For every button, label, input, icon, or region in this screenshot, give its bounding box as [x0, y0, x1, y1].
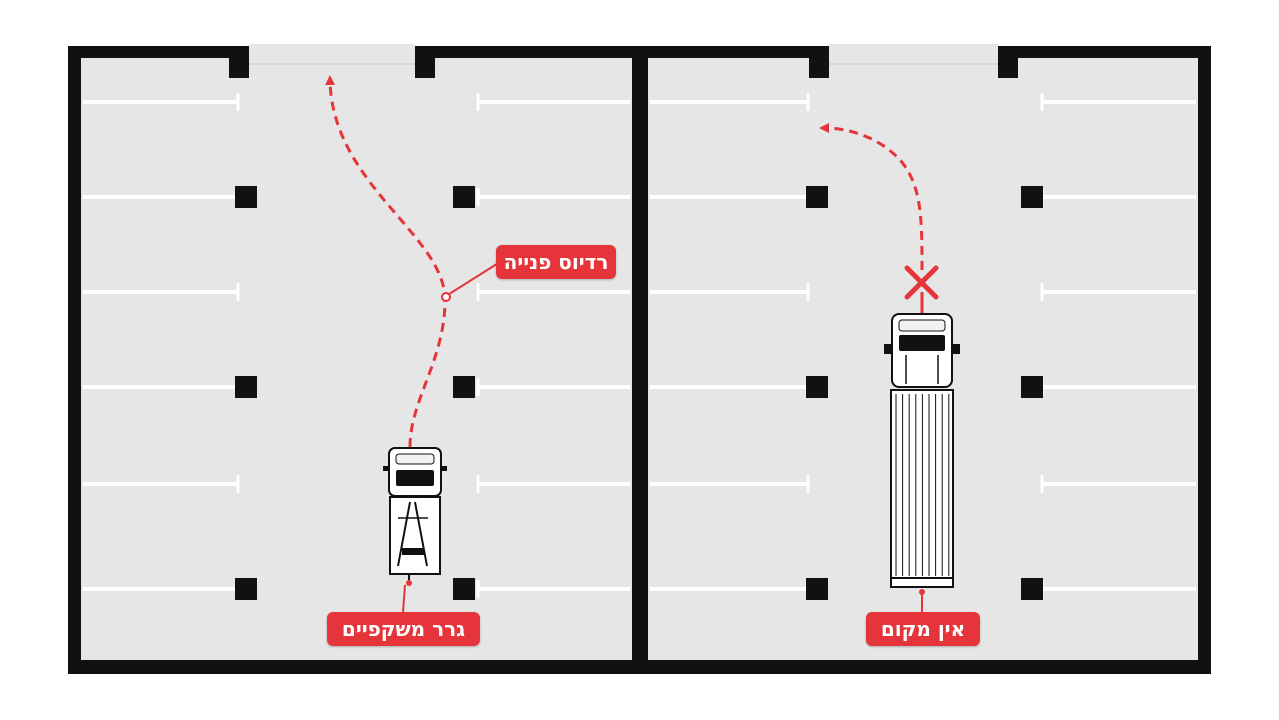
trailer-leader	[402, 584, 406, 613]
pillar	[453, 578, 475, 600]
turning-radius-point	[441, 292, 451, 302]
pillar	[806, 578, 828, 600]
turning-radius-leader	[445, 261, 501, 297]
left-entrance-opening	[249, 44, 415, 60]
pillar	[806, 186, 828, 208]
pillar	[1021, 376, 1043, 398]
entrance-jamb	[998, 46, 1018, 78]
turning-radius-label: רדיוס פנייה	[496, 245, 616, 279]
pillars	[235, 186, 1043, 600]
center-divider-wall	[632, 56, 648, 662]
x-mark-icon	[904, 265, 939, 300]
entrance-jamb	[229, 46, 249, 78]
pillar	[806, 376, 828, 398]
window-trailer-label: גרר משקפיים	[327, 612, 480, 646]
entrance-jamb	[809, 46, 829, 78]
semi-truck-icon	[884, 313, 960, 588]
no-room-label: אין מקום	[866, 612, 980, 646]
parking-stripes	[83, 93, 1196, 598]
pillar	[1021, 578, 1043, 600]
turning-path-arrow	[325, 75, 447, 448]
pillar	[235, 186, 257, 208]
pillar	[235, 578, 257, 600]
right-entrance-opening	[829, 44, 998, 60]
pillar	[453, 376, 475, 398]
pillar	[453, 186, 475, 208]
left-floor	[81, 58, 632, 660]
trailer-point	[406, 580, 412, 586]
entrance-jamb	[415, 46, 435, 78]
truck-with-glass-trailer-icon	[383, 447, 447, 580]
blocked-path-arrow	[819, 123, 924, 271]
pillar	[1021, 186, 1043, 208]
pillar	[235, 376, 257, 398]
